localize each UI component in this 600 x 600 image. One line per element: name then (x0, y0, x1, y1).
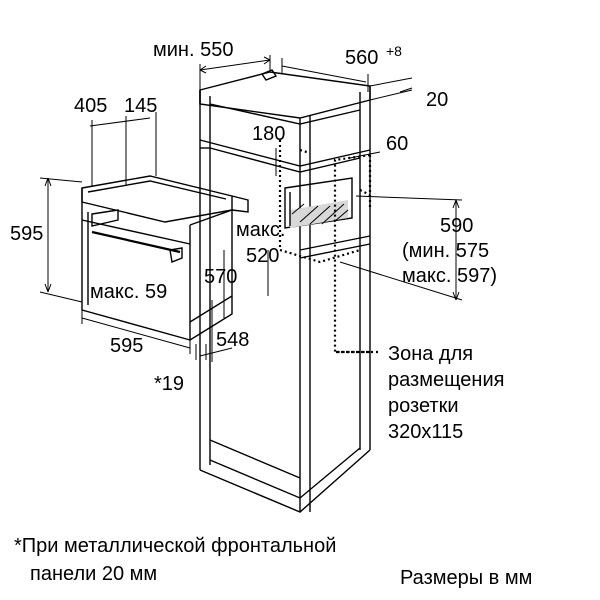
min-575-label: (мин. 575 (402, 240, 489, 262)
dim-548-label: 548 (216, 329, 249, 351)
dim-520-label: 520 (246, 245, 279, 267)
dim-570-label: 570 (204, 266, 237, 288)
zone-label-line1: Зона для (388, 343, 473, 365)
socket-zone-outline (278, 140, 372, 354)
zone-label-line2: размещения (388, 369, 504, 391)
dim-145-label: 145 (124, 95, 157, 117)
width-560-label: 560 (345, 47, 378, 69)
units-note: Размеры в мм (400, 567, 532, 589)
footnote-marker-19: *19 (154, 373, 184, 395)
dimension-lines (39, 55, 463, 362)
min-550-label: мин. 550 (153, 39, 233, 61)
zone-label-line4: 320x115 (388, 421, 463, 443)
dim-405-label: 405 (74, 95, 107, 117)
footnote-line2: панели 20 мм (30, 563, 157, 585)
max-597-label: макс. 597) (402, 265, 497, 287)
dim-180-label: 180 (252, 123, 285, 145)
dim-590-label: 590 (440, 215, 473, 237)
oven (81, 175, 249, 341)
dim-20-label: 20 (426, 89, 448, 111)
zone-label-line3: розетки (388, 395, 459, 417)
dim-60-label: 60 (386, 133, 408, 155)
width-595-label: 595 (110, 335, 143, 357)
footnote-line1: *При металлической фронтальной (14, 535, 336, 557)
width-560-tolerance: +8 (386, 43, 402, 59)
niche-floor (284, 177, 353, 229)
max-59-label: макс. 59 (90, 281, 167, 303)
height-595-label: 595 (10, 223, 43, 245)
max-label: макс. (236, 219, 285, 241)
